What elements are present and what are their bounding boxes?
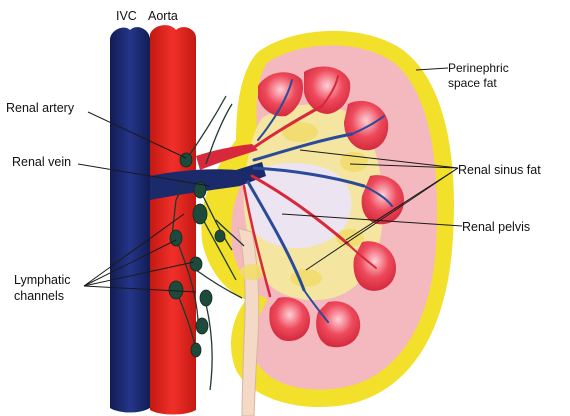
label-ivc: IVC <box>116 9 137 23</box>
label-aorta: Aorta <box>148 9 178 23</box>
label-renal-pelvis: Renal pelvis <box>462 220 530 234</box>
label-lymphatic-line1: Lymphatic <box>14 273 71 287</box>
label-lymphatic-line2: channels <box>14 289 64 303</box>
label-renal-vein: Renal vein <box>12 155 71 169</box>
label-perinephric-line1: Perinephric <box>448 61 509 75</box>
label-perinephric-line2: space fat <box>448 76 497 90</box>
aorta-vessel <box>150 25 196 414</box>
ivc-vessel <box>110 27 150 412</box>
label-renal-artery: Renal artery <box>6 101 75 115</box>
label-renal-sinus-fat: Renal sinus fat <box>458 163 541 177</box>
